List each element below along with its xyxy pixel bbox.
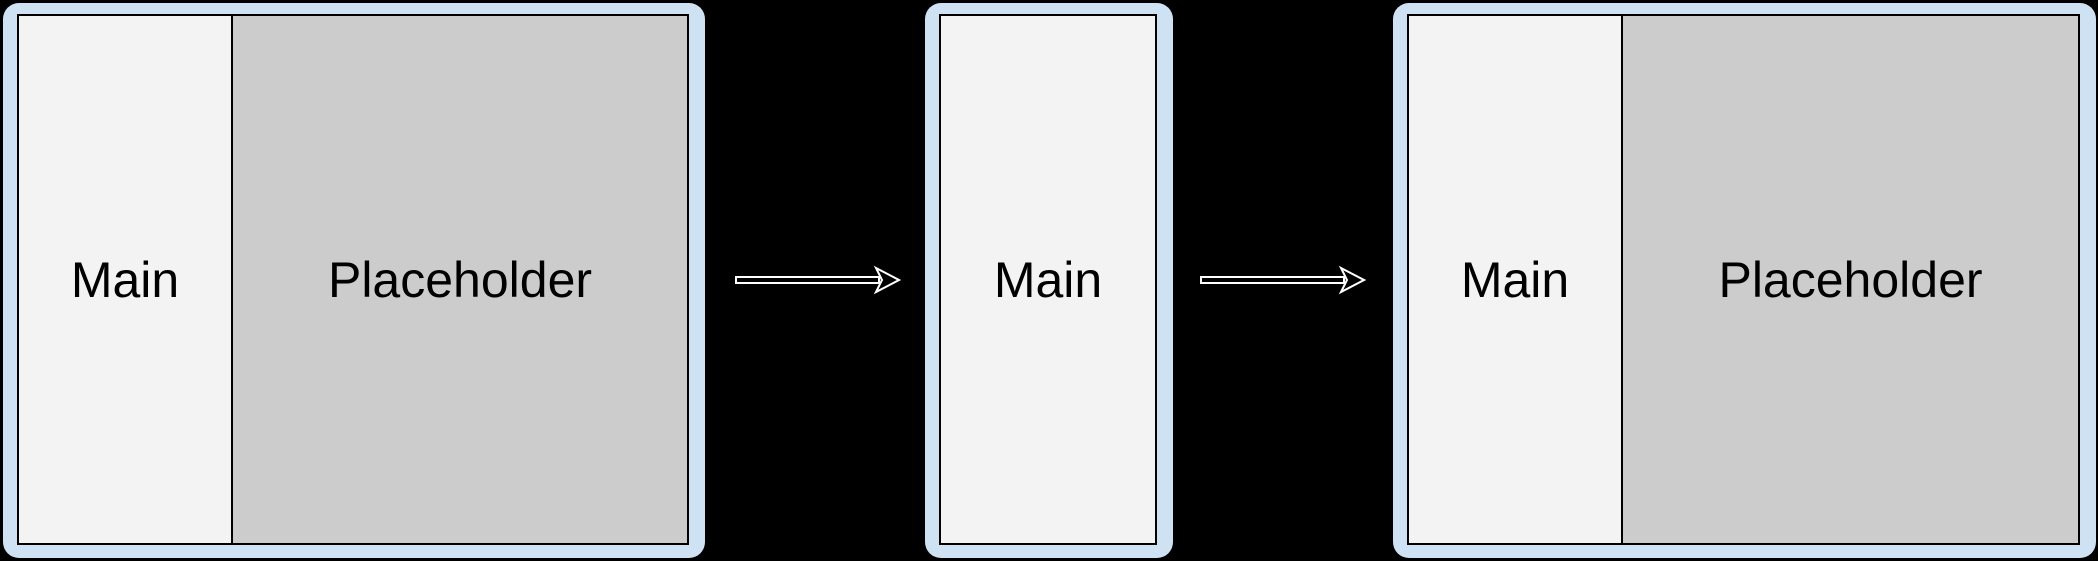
main-pane: Main	[19, 16, 231, 543]
main-pane: Main	[941, 16, 1155, 543]
main-pane: Main	[1409, 16, 1621, 543]
main-pane-label: Main	[1460, 251, 1570, 308]
main-pane-label: Main	[70, 251, 180, 308]
window-frame: Main Placeholder	[17, 14, 689, 545]
placeholder-pane-label: Placeholder	[1718, 251, 1983, 308]
transition-arrow-right-icon	[735, 265, 901, 295]
transition-arrow-right-icon	[1200, 265, 1366, 295]
panel-expanded-after: Main Placeholder	[1393, 3, 2096, 558]
panel-compact: Main	[925, 3, 1173, 558]
main-pane-label: Main	[993, 251, 1103, 308]
window-frame: Main Placeholder	[1407, 14, 2080, 545]
panel-expanded-before: Main Placeholder	[3, 3, 705, 558]
placeholder-pane: Placeholder	[231, 16, 687, 543]
window-frame: Main	[939, 14, 1157, 545]
placeholder-pane: Placeholder	[1621, 16, 2078, 543]
placeholder-pane-label: Placeholder	[327, 251, 593, 308]
